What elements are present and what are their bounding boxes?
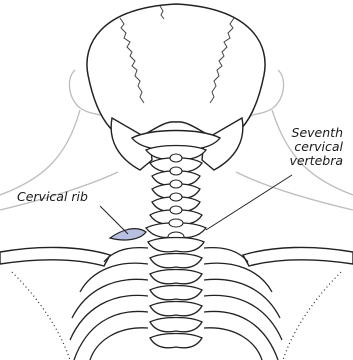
seventh-vertebra-leader	[206, 175, 292, 230]
thoracic-vertebrae	[148, 238, 204, 348]
seventh-cervical-vertebra-label: Seventh cervical vertebra	[289, 126, 343, 168]
cervical-rib-leader	[100, 206, 128, 234]
cervical-rib	[110, 229, 146, 240]
seventh-cervical-vertebra-label-line-3: vertebra	[289, 154, 343, 168]
cervical-rib-label: Cervical rib	[17, 190, 88, 204]
seventh-cervical-vertebra-label-line-1: Seventh	[289, 126, 343, 140]
seventh-cervical-vertebra-label-line-2: cervical	[289, 140, 343, 154]
